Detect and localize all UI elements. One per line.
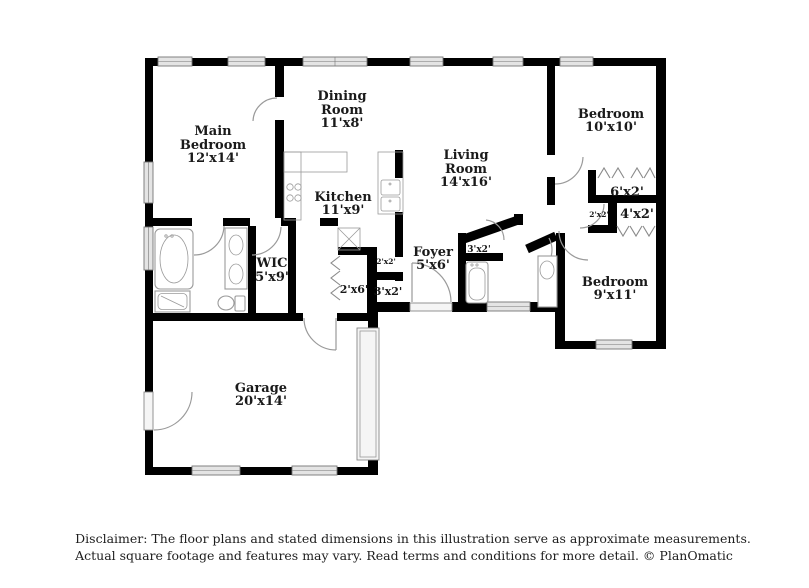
- bifold-doors-6x2: [597, 166, 656, 179]
- pantry: [337, 227, 361, 251]
- hall-bathtub: [465, 261, 489, 304]
- living-room-label2: Room: [445, 162, 487, 177]
- front-door-sill: [409, 302, 453, 312]
- room-labels: Main Bedroom 12'x14' Dining Room 11'x8' …: [180, 89, 654, 409]
- wic-dims: 5'x9': [255, 270, 289, 285]
- disclaimer-line1: Disclaimer: The floor plans and stated d…: [75, 531, 751, 546]
- bedroom9-label: Bedroom: [582, 275, 649, 290]
- garage-side-door: [143, 391, 154, 431]
- toilet: [234, 295, 246, 312]
- closet-2x6-label: 2'x6': [340, 283, 369, 296]
- main-bedroom-label2: Bedroom: [180, 138, 247, 153]
- hall-closet-door-arc: [579, 203, 605, 229]
- bedroom9-door-arc: [558, 230, 589, 261]
- kitchen-label: Kitchen: [314, 190, 372, 205]
- fixtures: [154, 151, 558, 461]
- stove: [286, 183, 302, 202]
- garage-side-door-arc: [153, 391, 193, 431]
- kitchen-sink-counter: [377, 151, 404, 215]
- main-bedroom-dims: 12'x14': [187, 151, 239, 166]
- living-room-label: Living: [443, 148, 488, 163]
- closet-3x2-hall-label: 3'x2': [374, 285, 403, 298]
- walls: [145, 58, 666, 475]
- garage-entry-door-arc: [303, 317, 337, 351]
- doors: [143, 97, 656, 431]
- garage-dims: 20'x14': [235, 394, 287, 409]
- bedroom10-label: Bedroom: [578, 107, 645, 122]
- bathroom-door-arc: [193, 225, 225, 256]
- wic-label: WIC: [255, 256, 287, 271]
- bedroom10-dims: 10'x10': [585, 120, 637, 135]
- windows: [143, 56, 633, 476]
- closet-4x2-label: 4'x2': [620, 207, 654, 222]
- bedroom10-door-arc: [554, 156, 584, 185]
- foyer-label: Foyer: [413, 245, 453, 260]
- kitchen-counter: [283, 151, 348, 173]
- entry-closet-door-arc: [485, 219, 505, 241]
- dining-room-label: Dining: [317, 89, 366, 104]
- foyer-dims: 5'x6': [416, 258, 450, 273]
- bifold-doors-4x2: [616, 225, 656, 238]
- double-vanity: [224, 227, 248, 290]
- disclaimer-line2: Actual square footage and features may v…: [74, 548, 733, 563]
- kitchen-sink: [380, 179, 401, 196]
- disclaimer: Disclaimer: The floor plans and stated d…: [74, 531, 751, 563]
- wic-door-arc: [251, 226, 282, 256]
- hall-vanity: [537, 255, 558, 308]
- closet-3x2-entry-label: 3'x2': [467, 245, 490, 255]
- living-room-dims: 14'x16': [440, 175, 492, 190]
- bedroom9-dims: 9'x11': [594, 288, 637, 303]
- main-bedroom-label: Main: [194, 124, 232, 139]
- kitchen-dims: 11'x9': [322, 203, 365, 218]
- garage-door: [356, 327, 380, 461]
- main-bedroom-door-arc: [252, 97, 278, 122]
- closet-2x2-kitchen-label: 2'x2': [376, 257, 396, 266]
- closet-2x2-hall-label: 2'x2': [589, 210, 609, 219]
- dining-room-dims: 11'x8': [321, 116, 364, 131]
- dining-room-label2: Room: [321, 103, 363, 118]
- closet-6x2-label: 6'x2': [610, 185, 644, 200]
- bathtub: [154, 228, 194, 290]
- garage-label: Garage: [235, 381, 287, 396]
- front-door-arc: [411, 262, 452, 303]
- bifold-doors-2x6: [330, 255, 341, 301]
